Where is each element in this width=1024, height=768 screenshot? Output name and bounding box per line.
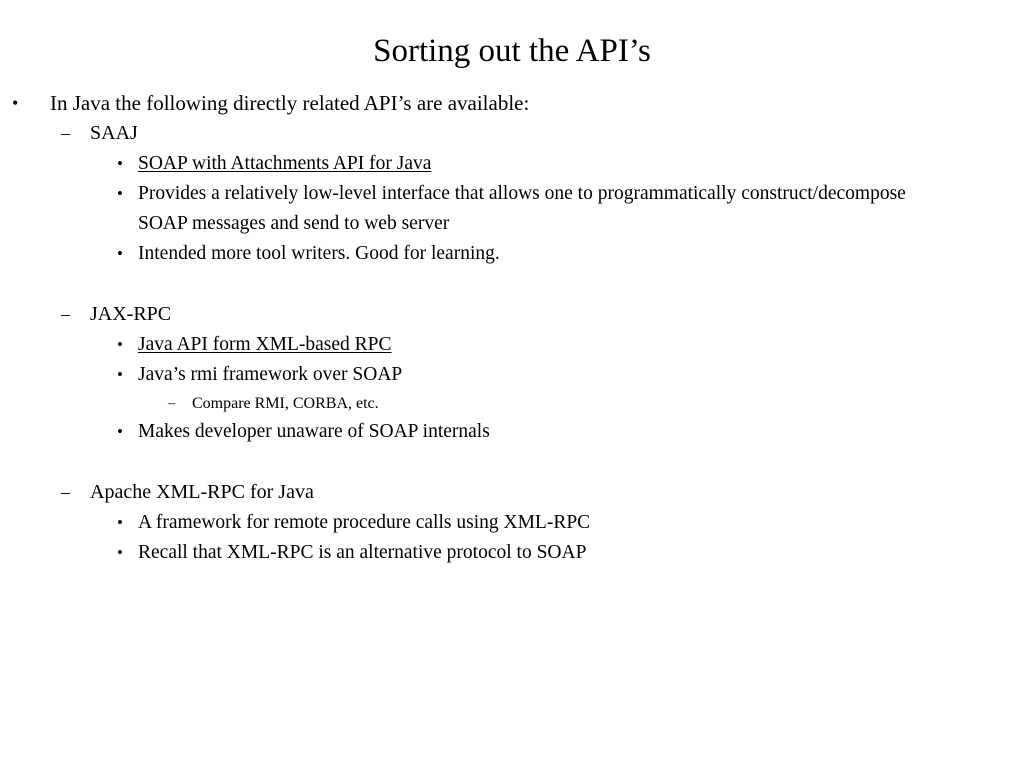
list-item-label: In Java the following directly related A… [50,91,530,115]
list-item-label: Compare RMI, CORBA, etc. [192,395,379,412]
bullet-marker-icon: – [61,304,70,324]
list-item: • Java’s rmi framework over SOAP [0,360,1024,390]
list-item: • A framework for remote procedure calls … [0,508,1024,538]
bullet-marker-icon: • [117,513,123,532]
list-item: • In Java the following directly related … [0,88,1024,118]
list-item-label: SOAP with Attachments API for Java [138,153,432,174]
bullet-marker-icon: • [12,93,19,113]
list-item-label: JAX-RPC [90,303,172,325]
bullet-marker-icon: • [117,422,123,441]
bullet-marker-icon: • [117,365,123,384]
list-item: • Java API form XML-based RPC [0,330,1024,360]
list-item-label: Apache XML-RPC for Java [90,481,314,503]
list-item: • Makes developer unaware of SOAP interna… [0,417,1024,447]
bullet-marker-icon: • [117,244,123,263]
list-item-label: Makes developer unaware of SOAP internal… [138,421,490,442]
list-item: • Provides a relatively low-level interfa… [0,179,1024,239]
slide-body-bullet-list: • In Java the following directly related … [0,88,1024,568]
list-item: –JAX-RPC [0,299,1024,330]
list-item-label: SAAJ [90,122,138,144]
bullet-marker-icon: – [61,123,70,143]
list-item-label: Intended more tool writers. Good for lea… [138,243,500,264]
bullet-marker-icon: – [168,396,175,411]
list-item-label: Java API form XML-based RPC [138,334,392,355]
bullet-marker-icon: – [61,482,70,502]
bullet-marker-icon: • [117,154,123,173]
page-title: Sorting out the API’s [373,33,651,70]
list-item-label: Java’s rmi framework over SOAP [138,364,403,385]
list-item: • SOAP with Attachments API for Java [0,149,1024,179]
list-item: –SAAJ [0,118,1024,149]
list-item-label: A framework for remote procedure calls u… [138,512,591,533]
list-item-label: Recall that XML-RPC is an alternative pr… [138,542,587,563]
bullet-marker-icon: • [117,184,123,203]
bullet-spacer [0,269,1024,299]
bullet-spacer [0,447,1024,477]
list-item: • Recall that XML-RPC is an alternative p… [0,538,1024,568]
list-item-label: Provides a relatively low-level interfac… [138,183,906,234]
bullet-marker-icon: • [117,335,123,354]
list-item: –Apache XML-RPC for Java [0,477,1024,508]
list-item: – Compare RMI, CORBA, etc. [0,390,1024,417]
list-item: • Intended more tool writers. Good for le… [0,239,1024,269]
bullet-marker-icon: • [117,543,123,562]
